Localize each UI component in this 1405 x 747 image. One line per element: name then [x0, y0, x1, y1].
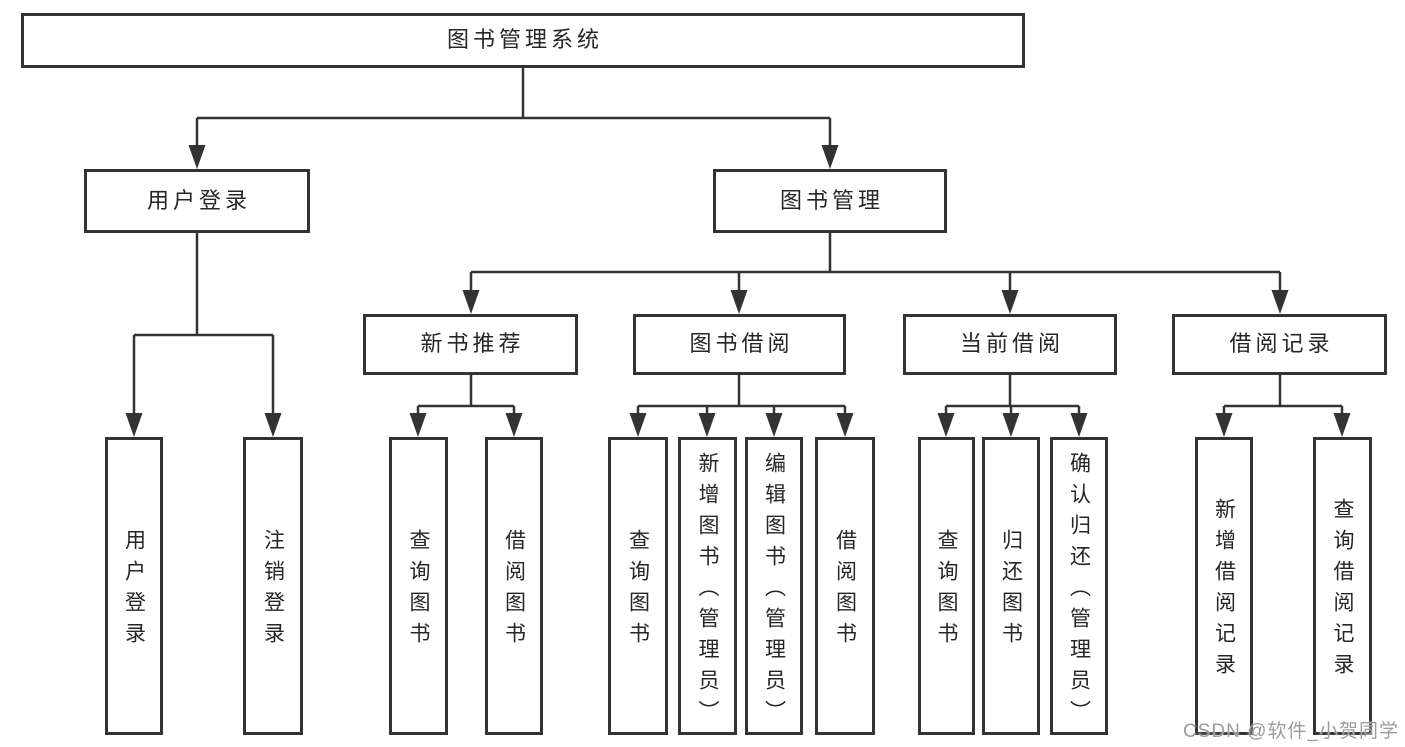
arrowhead — [1002, 413, 1020, 437]
node-label: 借阅图书 — [502, 529, 526, 653]
node-borrow-books-recommend: 借阅图书 — [485, 437, 543, 735]
node-label: 归还图书 — [999, 529, 1023, 653]
arrowhead — [698, 413, 716, 437]
node-label: 新增图书（管理员） — [696, 451, 719, 731]
node-library-system: 图书管理系统 — [21, 13, 1025, 68]
node-label: 借阅记录 — [1229, 331, 1334, 357]
node-return-books: 归还图书 — [982, 437, 1040, 735]
node-book-management: 图书管理 — [713, 169, 947, 233]
node-new-book-recommend: 新书推荐 — [363, 314, 578, 375]
node-edit-books-admin: 编辑图书（管理员） — [745, 437, 803, 735]
node-label: 查询图书 — [407, 529, 430, 653]
node-query-books-borrow: 查询图书 — [608, 437, 668, 735]
arrowhead — [937, 413, 955, 437]
node-label: 借阅图书 — [833, 529, 857, 653]
arrowhead — [821, 145, 839, 169]
node-user-login: 用户登录 — [84, 169, 310, 233]
arrowhead — [730, 290, 748, 314]
node-label: 确认归还（管理员） — [1067, 451, 1091, 731]
node-label: 新增借阅记录 — [1212, 498, 1236, 684]
node-label: 图书管理 — [779, 187, 884, 213]
node-borrowing-records: 借阅记录 — [1172, 314, 1387, 375]
node-label: 编辑图书（管理员） — [762, 451, 786, 731]
node-add-borrow-record: 新增借阅记录 — [1195, 437, 1253, 735]
arrowhead — [1333, 413, 1351, 437]
arrowhead — [125, 413, 143, 437]
arrowhead — [1070, 413, 1088, 437]
arrowhead — [505, 413, 523, 437]
node-query-borrow-record: 查询借阅记录 — [1313, 437, 1372, 735]
node-confirm-return-admin: 确认归还（管理员） — [1050, 437, 1108, 735]
node-borrow-books: 借阅图书 — [815, 437, 875, 735]
arrowhead — [1271, 290, 1289, 314]
arrowhead — [629, 413, 647, 437]
node-current-borrowing: 当前借阅 — [903, 314, 1117, 375]
arrowhead — [1215, 413, 1233, 437]
node-label: 用户登录 — [122, 529, 146, 653]
node-book-borrowing: 图书借阅 — [633, 314, 846, 375]
node-query-books-recommend: 查询图书 — [389, 437, 448, 735]
node-add-books-admin: 新增图书（管理员） — [678, 437, 737, 735]
arrowhead — [409, 413, 427, 437]
node-label: 查询图书 — [935, 529, 958, 653]
arrowhead — [188, 145, 206, 169]
node-label: 图书管理系统 — [446, 27, 603, 53]
node-logout: 注销登录 — [243, 437, 303, 735]
csdn-watermark: CSDN @软件_小贺同学 — [1183, 721, 1399, 742]
arrowhead — [1001, 290, 1019, 314]
node-label: 当前借阅 — [959, 331, 1064, 357]
node-label: 查询借阅记录 — [1331, 498, 1354, 684]
arrowhead — [462, 290, 480, 314]
node-label: 新书推荐 — [420, 331, 525, 357]
node-user-login-action: 用户登录 — [105, 437, 163, 735]
arrowhead — [765, 413, 783, 437]
node-label: 查询图书 — [626, 529, 650, 653]
arrowhead — [264, 413, 282, 437]
node-label: 图书借阅 — [689, 331, 794, 357]
arrowhead — [836, 413, 854, 437]
node-label: 用户登录 — [146, 187, 251, 213]
node-label: 注销登录 — [261, 529, 285, 653]
node-query-books-current: 查询图书 — [918, 437, 975, 735]
